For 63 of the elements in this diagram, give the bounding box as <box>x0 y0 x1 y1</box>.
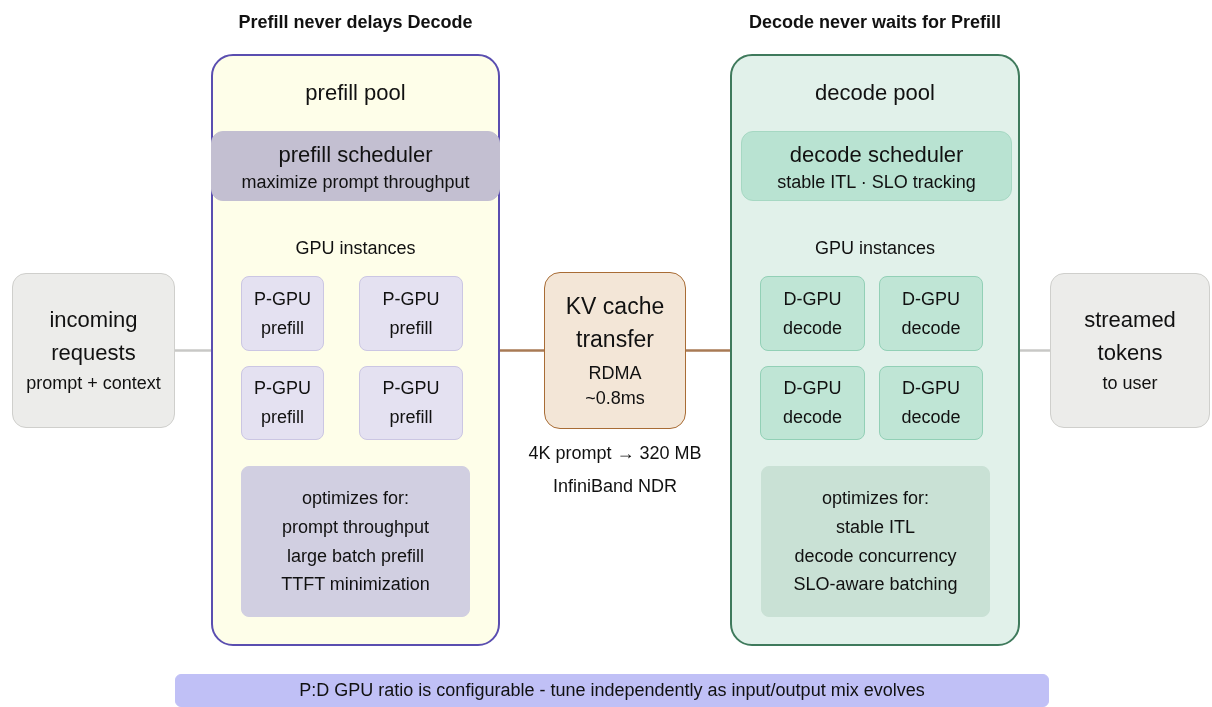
gpu-box <box>760 276 865 351</box>
node-detail: to user <box>1102 372 1158 396</box>
node-detail: decode <box>901 316 961 340</box>
node-title: decode scheduler <box>789 140 964 169</box>
node-detail: prompt throughput <box>281 515 430 539</box>
gpu-box <box>760 366 865 440</box>
node-detail: RDMA ~0.8ms <box>584 361 646 410</box>
node-detail: SLO-aware batching <box>793 573 958 597</box>
pool-heading: Decode never waits for Prefill <box>747 12 1003 33</box>
gpu-box <box>359 366 463 440</box>
pool-title: prefill pool <box>304 80 407 106</box>
gpu-box <box>241 276 324 351</box>
node-title: prefill scheduler <box>278 140 433 169</box>
node-detail: decode <box>782 406 843 429</box>
optimization-panel <box>241 466 470 617</box>
node-title: D-GPU <box>783 377 842 401</box>
node-detail: large batch prefill <box>286 544 425 568</box>
scheduler-box <box>211 131 500 201</box>
node-detail: prefill <box>261 316 304 340</box>
gpu-box <box>879 366 983 440</box>
transfer-note: InfiniBand NDR <box>551 475 679 498</box>
node-detail: stable ITL · SLO tracking <box>777 170 976 194</box>
node-detail: decode <box>782 316 843 340</box>
node-title: optimizes for: <box>821 486 929 510</box>
node-title: streamed tokens <box>1083 306 1177 368</box>
node-title: P-GPU <box>254 287 311 311</box>
gpu-box <box>359 276 463 351</box>
transfer-note: 4K prompt → 320 MB <box>527 442 703 465</box>
optimization-panel <box>761 466 990 617</box>
connector-line <box>175 349 211 352</box>
section-label: GPU instances <box>813 238 937 259</box>
node-detail: stable ITL <box>835 515 915 539</box>
node-title: P-GPU <box>382 287 440 311</box>
note-banner <box>175 674 1049 707</box>
gpu-box <box>241 366 324 440</box>
node-detail: decode concurrency <box>794 544 957 568</box>
connector-line <box>500 349 544 352</box>
scheduler-box <box>741 131 1012 201</box>
terminal-box <box>1050 273 1210 428</box>
node-title: D-GPU <box>902 377 960 401</box>
section-label: GPU instances <box>294 238 417 259</box>
node-detail: prompt + context <box>26 372 161 396</box>
node-title: P:D GPU ratio is configurable - tune independently as input/output mix evolves <box>299 679 925 703</box>
node-title: KV cache transfer <box>564 291 666 355</box>
node-title: P-GPU <box>382 377 440 401</box>
node-detail: decode <box>901 406 961 429</box>
node-title: incoming requests <box>48 306 139 368</box>
connector-line <box>686 349 730 352</box>
terminal-box <box>12 273 175 428</box>
node-detail: TTFT minimization <box>281 573 430 597</box>
node-title: optimizes for: <box>301 486 409 510</box>
node-title: D-GPU <box>783 287 842 311</box>
pool-heading: Prefill never delays Decode <box>237 12 474 33</box>
node-detail: prefill <box>389 406 433 429</box>
transfer-box <box>544 272 686 429</box>
connector-line <box>1020 349 1050 352</box>
node-detail: prefill <box>389 316 433 340</box>
node-detail: prefill <box>261 406 304 429</box>
gpu-box <box>879 276 983 351</box>
pool-title: decode pool <box>814 80 936 106</box>
node-title: D-GPU <box>902 287 960 311</box>
node-title: P-GPU <box>254 377 311 401</box>
node-detail: maximize prompt throughput <box>241 170 470 194</box>
